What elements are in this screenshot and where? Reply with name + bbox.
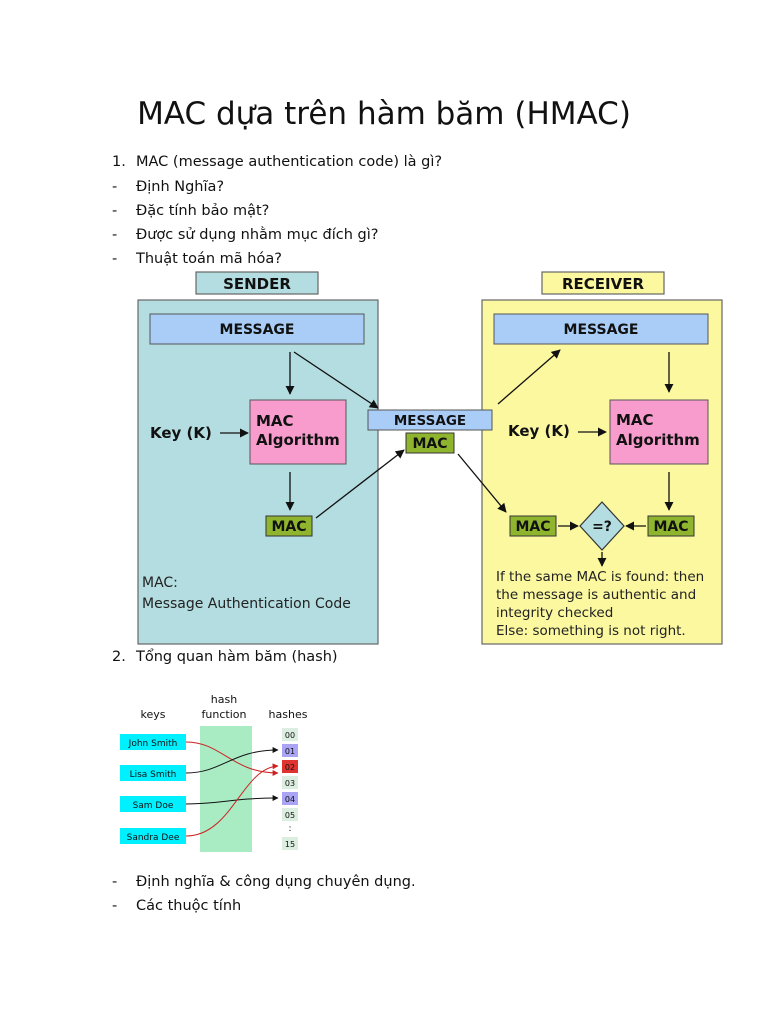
hash-col-hashes: hashes xyxy=(269,708,308,721)
sender-mac-algorithm-box xyxy=(249,399,347,465)
hash-function-band xyxy=(200,726,252,852)
svg-text:Lisa Smith: Lisa Smith xyxy=(130,770,177,780)
receiver-mac-algorithm-line2: Algorithm xyxy=(616,431,700,449)
hash-slot xyxy=(282,744,298,757)
svg-text:Sam Doe: Sam Doe xyxy=(133,801,174,811)
receiver-mac-algorithm-box xyxy=(609,399,709,465)
receiver-note-line: the message is authentic and xyxy=(496,587,696,603)
sender-panel xyxy=(137,299,379,645)
receiver-label-box xyxy=(541,271,665,295)
hash-slot xyxy=(282,808,298,821)
key-box xyxy=(120,734,186,750)
svg-text:01: 01 xyxy=(285,747,295,756)
svg-text:Sandra Dee: Sandra Dee xyxy=(127,833,180,843)
section-1-title: MAC (message authentication code) là gì? xyxy=(136,154,443,170)
sender-message-label: MESSAGE xyxy=(220,322,295,338)
sender-key-label: Key (K) xyxy=(150,424,212,442)
svg-text:15: 15 xyxy=(285,840,295,849)
sender-mac-box xyxy=(265,515,313,537)
svg-text::: : xyxy=(288,824,291,834)
svg-text:02: 02 xyxy=(285,763,295,772)
compare-diamond xyxy=(579,501,625,551)
hash-col-keys: keys xyxy=(141,708,166,721)
mac-diagram: SENDER RECEIVER MESSAGE MAC Algorithm Ke… xyxy=(137,271,723,645)
receiver-message-box xyxy=(493,313,709,345)
receiver-message-label: MESSAGE xyxy=(564,322,639,338)
sender-mac-algorithm-line2: Algorithm xyxy=(256,431,340,449)
section-2-number: 2. xyxy=(112,649,126,665)
hash-col-function-line2: function xyxy=(202,708,247,721)
hash-slot xyxy=(282,837,298,850)
receiver-mac-algorithm-line1: MAC xyxy=(616,411,654,429)
receiver-note-line: If the same MAC is found: then xyxy=(496,569,704,585)
hash-function-diagram: keys hash function hashes John Smith Lis… xyxy=(120,693,308,852)
page-title: MAC dựa trên hàm băm (HMAC) xyxy=(137,96,631,132)
transmitted-message-label: MESSAGE xyxy=(394,413,466,429)
sender-mac-label: MAC xyxy=(271,519,306,535)
hash-col-function-line1: hash xyxy=(211,693,237,706)
svg-text:John Smith: John Smith xyxy=(128,739,178,749)
compare-label: =? xyxy=(592,519,612,535)
transmitted-mac-box xyxy=(405,432,455,454)
key-box xyxy=(120,828,186,844)
computed-mac-label: MAC xyxy=(653,519,688,535)
section-2-title: Tổng quan hàm băm (hash) xyxy=(136,649,338,665)
sender-label: SENDER xyxy=(223,275,291,293)
sender-note-line2: Message Authentication Code xyxy=(142,596,351,612)
svg-text:00: 00 xyxy=(285,731,295,740)
svg-text:03: 03 xyxy=(285,779,295,788)
receiver-label: RECEIVER xyxy=(562,275,644,293)
transmitted-message-box xyxy=(367,409,493,431)
received-mac-box xyxy=(509,515,557,537)
hash-slot xyxy=(282,728,298,741)
receiver-note-line: integrity checked xyxy=(496,605,613,621)
received-mac-label: MAC xyxy=(515,519,550,535)
receiver-note-line: Else: something is not right. xyxy=(496,623,686,639)
hash-slot xyxy=(282,776,298,789)
key-box xyxy=(120,796,186,812)
hash-slot xyxy=(282,792,298,805)
transmitted-mac-label: MAC xyxy=(412,436,447,452)
svg-text:05: 05 xyxy=(285,811,295,820)
svg-text:04: 04 xyxy=(285,795,295,804)
computed-mac-box xyxy=(647,515,695,537)
sender-mac-algorithm-line1: MAC xyxy=(256,412,294,430)
section-1-number: 1. xyxy=(112,154,126,170)
hash-slot xyxy=(282,760,298,773)
receiver-key-label: Key (K) xyxy=(508,422,570,440)
key-box xyxy=(120,765,186,781)
receiver-panel xyxy=(481,299,723,645)
sender-note-line1: MAC: xyxy=(142,575,178,591)
sender-label-box xyxy=(195,271,319,295)
sender-message-box xyxy=(149,313,365,345)
